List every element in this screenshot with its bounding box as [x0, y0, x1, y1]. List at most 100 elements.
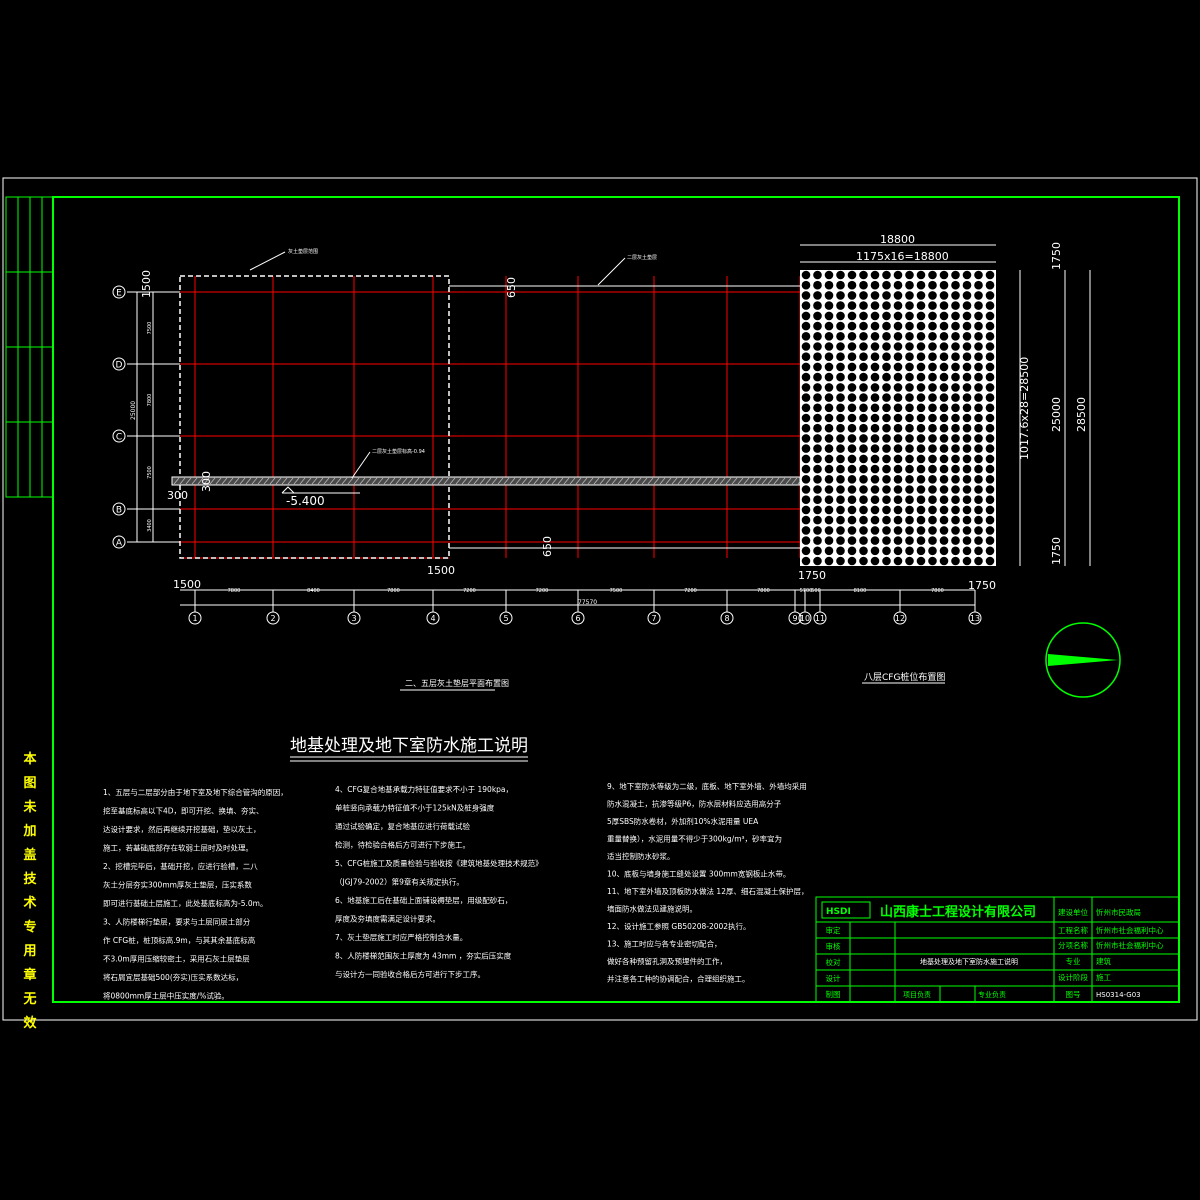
- cfg-pile: [905, 301, 914, 310]
- col-axis-label: 5: [503, 614, 508, 623]
- cfg-pile: [801, 464, 811, 474]
- cfg-pile: [801, 393, 811, 402]
- bottom-dim-value: 7500: [610, 588, 623, 594]
- cfg-pile: [870, 515, 880, 525]
- cfg-pile: [928, 291, 937, 300]
- hatch-stroke: [449, 477, 456, 485]
- cfg-pile: [813, 352, 822, 362]
- cfg-pile: [985, 454, 995, 464]
- cfg-pile: [974, 495, 983, 505]
- cfg-pile: [813, 270, 822, 280]
- cfg-pile: [882, 311, 891, 321]
- cfg-pile: [893, 546, 903, 556]
- cfg-pile: [905, 393, 914, 402]
- bottom-total-dim: 77570: [578, 599, 597, 606]
- cfg-pile: [951, 454, 960, 464]
- notes-heading: 地基处理及地下室防水施工说明: [290, 736, 528, 756]
- cfg-pile: [916, 311, 926, 321]
- hatch-stroke: [785, 477, 792, 485]
- hatch-stroke: [563, 477, 570, 485]
- cfg-pile: [893, 342, 903, 351]
- cfg-pile: [905, 515, 914, 525]
- cfg-pile: [916, 526, 926, 535]
- cfg-pile: [985, 403, 995, 413]
- cfg-pile: [824, 546, 834, 556]
- cfg-pile: [905, 434, 914, 443]
- cfg-pile: [916, 393, 926, 402]
- cfg-pile: [962, 444, 972, 453]
- row-axis-label: E: [116, 289, 122, 299]
- hatch-stroke: [233, 477, 240, 485]
- cfg-pile: [813, 515, 822, 525]
- cfg-pile: [905, 536, 914, 545]
- cfg-pile: [813, 495, 822, 505]
- cfg-pile: [847, 342, 857, 351]
- cfg-pile: [905, 505, 914, 515]
- cfg-pile: [951, 444, 960, 453]
- tb-left-label: 审定: [826, 925, 841, 935]
- cfg-pile: [870, 454, 880, 464]
- cfg-pile: [974, 270, 983, 280]
- cfg-pile: [951, 270, 960, 280]
- cfg-pile: [847, 485, 857, 494]
- cfg-pile: [859, 291, 868, 300]
- cfg-pile: [962, 383, 972, 392]
- cfg-pile: [893, 495, 903, 505]
- cfg-pile: [859, 444, 868, 453]
- cfg-pile: [847, 536, 857, 545]
- hatch-stroke: [287, 477, 294, 485]
- cfg-pile: [836, 342, 845, 351]
- cfg-pile: [974, 475, 983, 484]
- cfg-pile: [974, 423, 983, 433]
- cfg-pile: [847, 515, 857, 525]
- cfg-pile: [824, 362, 834, 372]
- cfg-pile: [974, 454, 983, 464]
- cfg-pile: [836, 403, 845, 413]
- cfg-pile: [824, 280, 834, 290]
- hatch-stroke: [611, 477, 618, 485]
- hatch-stroke: [677, 477, 684, 485]
- cfg-pile: [836, 464, 845, 474]
- cfg-pile: [951, 372, 960, 382]
- hatch-stroke: [395, 477, 402, 485]
- cfg-pile: [905, 475, 914, 484]
- cfg-pile: [801, 352, 811, 362]
- cfg-pile: [928, 556, 937, 566]
- cfg-pile: [882, 342, 891, 351]
- cfg-pile: [847, 291, 857, 300]
- cfg-pile: [985, 393, 995, 402]
- cfg-pile: [859, 526, 868, 535]
- cfg-pile: [870, 301, 880, 310]
- left-dim-value: 7800: [147, 394, 153, 407]
- cfg-pile: [939, 291, 949, 300]
- cfg-pile: [951, 393, 960, 402]
- cfg-pile: [974, 546, 983, 556]
- cfg-pile: [801, 526, 811, 535]
- cfg-pile: [962, 311, 972, 321]
- hatch-stroke: [635, 477, 642, 485]
- cfg-pile: [836, 556, 845, 566]
- cfg-pile: [985, 383, 995, 392]
- cfg-pile: [905, 311, 914, 321]
- cfg-pile: [824, 423, 834, 433]
- row-axis-bubble: [112, 285, 126, 299]
- cfg-right-dim-total: 28500: [1075, 397, 1088, 432]
- cfg-pile: [813, 423, 822, 433]
- cfg-pile: [836, 536, 845, 545]
- cfg-pile: [916, 301, 926, 310]
- cfg-pile: [939, 526, 949, 535]
- cfg-pile: [916, 536, 926, 545]
- cfg-pile: [974, 526, 983, 535]
- hatch-stroke: [335, 477, 342, 485]
- dim-1750-right: 1750: [968, 579, 996, 592]
- cfg-pile: [939, 464, 949, 474]
- col-axis-bubble: [798, 611, 812, 625]
- hatch-stroke: [497, 477, 504, 485]
- hatch-stroke: [761, 477, 768, 485]
- side-stamp-char: 盖: [23, 847, 36, 863]
- cfg-pile: [859, 321, 868, 331]
- cfg-pile: [836, 485, 845, 494]
- dim-300a: 300: [167, 489, 188, 502]
- dim-1750-bottom: 1750: [798, 569, 826, 582]
- hatch-stroke: [659, 477, 666, 485]
